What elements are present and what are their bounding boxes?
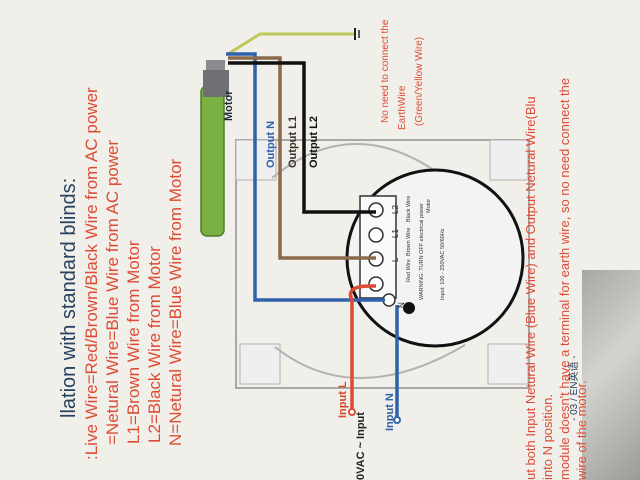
def-neutral-wire: =Netural Wire=Blue Wire from AC power — [103, 139, 122, 445]
terminal-label-n: N — [397, 302, 406, 308]
wall-box-corner — [489, 139, 529, 181]
output-n-label: Output N — [265, 120, 277, 168]
motor-head — [203, 70, 229, 97]
wire-output-l1 — [228, 56, 376, 260]
switch-input-rating: Input: 100 - 250VAC 50/60Hz — [440, 228, 446, 300]
input-l-label: Input L — [337, 381, 349, 418]
output-l2-label: Output L2 — [308, 116, 320, 168]
wall-box — [235, 139, 530, 389]
earth-note-line-3: (Green/Yellow Wire) — [414, 36, 425, 126]
wire-output-n — [226, 52, 385, 302]
switch-black-wire: Black Wire — [406, 196, 412, 222]
wall-box-corner — [239, 343, 281, 385]
earth-note-line-2: EarthWire — [397, 85, 408, 130]
output-l1-label: Output L1 — [287, 116, 299, 168]
switch-motor: Motor — [426, 199, 432, 213]
switch-warning: WARNING: TURN OFF electrical power — [419, 203, 425, 300]
input-n-label: Input N — [384, 393, 396, 431]
fabric-background — [582, 270, 640, 480]
wire-input-l — [348, 284, 376, 410]
motor-tube — [200, 85, 225, 237]
bottom-note-line-3: module doesn't have a terminal for earth… — [557, 77, 572, 480]
switch-brown-wire: Brown Wire — [406, 228, 412, 256]
def-l2-wire: L2=Black Wire from Motor — [145, 246, 164, 443]
motor-label: Motor — [223, 90, 235, 121]
earth-wire — [227, 32, 355, 56]
terminal-label-l: L — [391, 257, 400, 262]
def-live-wire: :Live Wire=Red/Brown/Black Wire from AC … — [82, 87, 101, 460]
bottom-note-line-2: into N position. — [540, 394, 555, 480]
def-n-wire: N=Netural Wire=Blue Wire from Motor — [166, 158, 185, 446]
bottom-note-line-1: ut both Input Netural Wire (Blue Wire) a… — [523, 96, 538, 480]
def-l1-wire: L1=Brown Wire from Motor — [124, 240, 143, 444]
section-heading: llation with standard blinds: — [58, 177, 80, 418]
vac-input-label: 0VAC ~ Input — [355, 412, 367, 480]
reset-button — [403, 302, 415, 314]
terminal-label-l2: L2 — [391, 205, 400, 214]
earth-note-line-1: No need to connect the — [380, 19, 391, 123]
terminal-label-l1: L1 — [391, 229, 400, 238]
wire-output-l2 — [228, 61, 376, 214]
wall-box-corner — [487, 343, 529, 385]
switch-red-wire: Red Wire — [406, 259, 412, 282]
bottom-note-line-4: wire of the motor. — [574, 380, 589, 480]
